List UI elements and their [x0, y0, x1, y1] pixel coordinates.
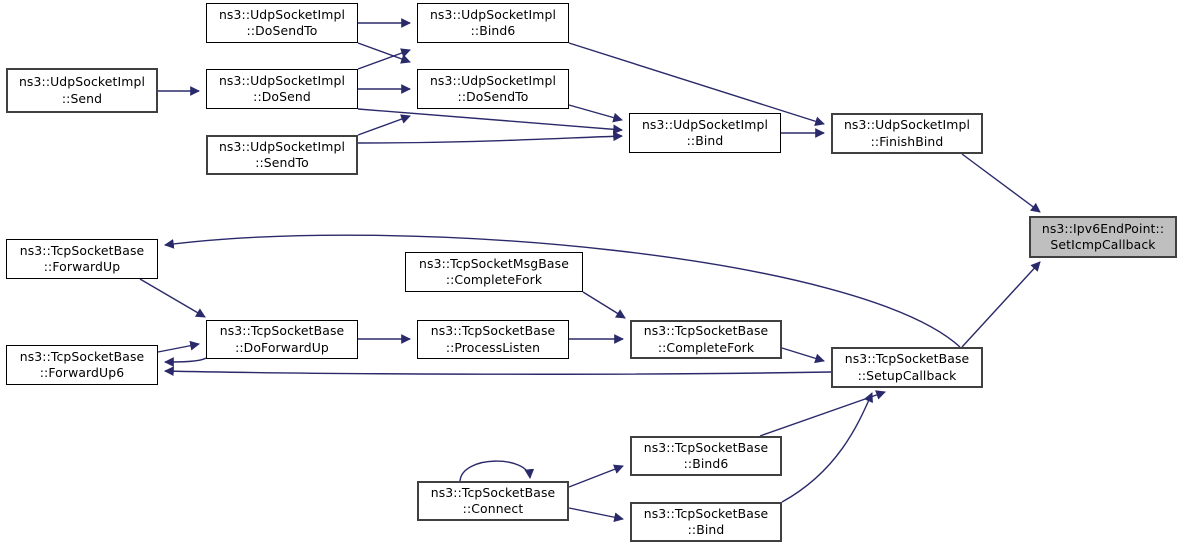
graph-node-tcp_setupcallback[interactable]: ns3::TcpSocketBase ::SetupCallback [831, 347, 983, 388]
graph-edge-tcp_connect-to-tcp_connect [459, 460, 535, 482]
graph-edge-udp_dosendto_r-to-udp_bind [568, 104, 623, 123]
graph-node-udp_dosendto_l[interactable]: ns3::UdpSocketImpl ::DoSendTo [206, 3, 358, 43]
graph-node-label: ns3::TcpSocketBase ::SetupCallback [844, 351, 970, 383]
graph-edge-udp_sendto-to-udp_dosendto_r [357, 114, 411, 136]
graph-node-label: ns3::TcpSocketBase ::ProcessListen [430, 323, 556, 355]
graph-node-udp_sendto[interactable]: ns3::UdpSocketImpl ::SendTo [206, 135, 358, 175]
graph-edge-tcp_connect-to-tcp_bind [568, 507, 624, 523]
graph-node-label: ns3::UdpSocketImpl ::DoSend [218, 72, 346, 104]
graph-edge-udp_sendto-to-udp_bind [357, 131, 623, 144]
graph-node-tcp_processlisten[interactable]: ns3::TcpSocketBase ::ProcessListen [417, 320, 569, 359]
graph-edge-udp_dosend-to-udp_bind [357, 108, 623, 135]
graph-edge-tcp_bind-to-tcp_setupcallback [781, 392, 873, 503]
graph-node-label: ns3::UdpSocketImpl ::FinishBind [843, 117, 971, 149]
graph-node-ipv6_seticmp[interactable]: ns3::Ipv6EndPoint:: SetIcmpCallback [1029, 216, 1177, 258]
graph-node-udp_dosendto_r[interactable]: ns3::UdpSocketImpl ::DoSendTo [417, 69, 569, 109]
graph-edge-tcpmsg_cfork-to-tcp_completefork [582, 291, 626, 319]
graph-edge-udp_dosend-to-udp_bind6 [357, 48, 411, 70]
graph-edge-tcp_doforwardup-to-tcp_forwardup6 [164, 357, 207, 367]
graph-node-tcp_bind[interactable]: ns3::TcpSocketBase ::Bind [630, 502, 782, 542]
graph-node-label: ns3::Ipv6EndPoint:: SetIcmpCallback [1041, 220, 1165, 252]
graph-node-tcp_forwardup6[interactable]: ns3::TcpSocketBase ::ForwardUp6 [6, 345, 158, 385]
graph-edge-tcp_connect-to-tcp_bind6 [568, 464, 624, 488]
graph-node-udp_dosend[interactable]: ns3::UdpSocketImpl ::DoSend [206, 69, 358, 109]
graph-node-label: ns3::TcpSocketBase ::Bind [643, 505, 769, 537]
graph-edge-tcp_completefork-to-tcp_setupcallback [781, 347, 825, 364]
graph-node-tcp_forwardup[interactable]: ns3::TcpSocketBase ::ForwardUp [6, 239, 158, 279]
graph-node-label: ns3::TcpSocketBase ::ForwardUp [19, 242, 145, 274]
graph-node-label: ns3::UdpSocketImpl ::SendTo [218, 138, 346, 170]
graph-edge-tcp_bind6-to-tcp_setupcallback [759, 390, 886, 437]
graph-node-tcpmsg_cfork[interactable]: ns3::TcpSocketMsgBase ::CompleteFork [405, 252, 583, 292]
graph-node-label: ns3::UdpSocketImpl ::Bind6 [429, 6, 557, 38]
graph-node-tcp_doforwardup[interactable]: ns3::TcpSocketBase ::DoForwardUp [206, 320, 358, 359]
graph-node-udp_bind[interactable]: ns3::UdpSocketImpl ::Bind [629, 113, 781, 153]
graph-edge-tcp_setupcallback-to-tcp_forwardup6 [164, 366, 832, 377]
graph-edge-tcp_forwardup-to-tcp_doforwardup [139, 278, 206, 318]
graph-node-label: ns3::TcpSocketBase ::DoForwardUp [219, 323, 345, 355]
graph-node-tcp_completefork[interactable]: ns3::TcpSocketBase ::CompleteFork [630, 320, 782, 359]
graph-edge-tcp_setupcallback-to-ipv6_seticmp [961, 261, 1041, 348]
graph-node-label: ns3::UdpSocketImpl ::Send [18, 74, 146, 106]
graph-edge-udp_finishbind-to-ipv6_seticmp [961, 153, 1041, 213]
graph-node-label: ns3::UdpSocketImpl ::DoSendTo [218, 6, 346, 38]
graph-edge-tcp_forwardup6-to-tcp_doforwardup [157, 340, 200, 353]
graph-edge-udp_dosendto_l-to-udp_dosendto_r [357, 42, 411, 64]
graph-node-label: ns3::TcpSocketBase ::Bind6 [643, 439, 769, 471]
graph-edge-udp_bind6-to-udp_finishbind [568, 42, 825, 126]
graph-node-label: ns3::UdpSocketImpl ::DoSendTo [429, 72, 557, 104]
graph-node-udp_bind6[interactable]: ns3::UdpSocketImpl ::Bind6 [417, 3, 569, 43]
graph-node-label: ns3::TcpSocketBase ::ForwardUp6 [19, 348, 145, 380]
graph-node-udp_send[interactable]: ns3::UdpSocketImpl ::Send [6, 68, 158, 113]
graph-node-label: ns3::TcpSocketBase ::CompleteFork [643, 323, 769, 355]
graph-node-label: ns3::TcpSocketMsgBase ::CompleteFork [419, 255, 569, 287]
graph-node-udp_finishbind[interactable]: ns3::UdpSocketImpl ::FinishBind [831, 113, 983, 154]
graph-node-label: ns3::TcpSocketBase ::Connect [430, 484, 556, 516]
graph-node-label: ns3::UdpSocketImpl ::Bind [641, 116, 769, 148]
graph-node-tcp_connect[interactable]: ns3::TcpSocketBase ::Connect [417, 481, 569, 521]
graph-node-tcp_bind6[interactable]: ns3::TcpSocketBase ::Bind6 [630, 436, 782, 476]
